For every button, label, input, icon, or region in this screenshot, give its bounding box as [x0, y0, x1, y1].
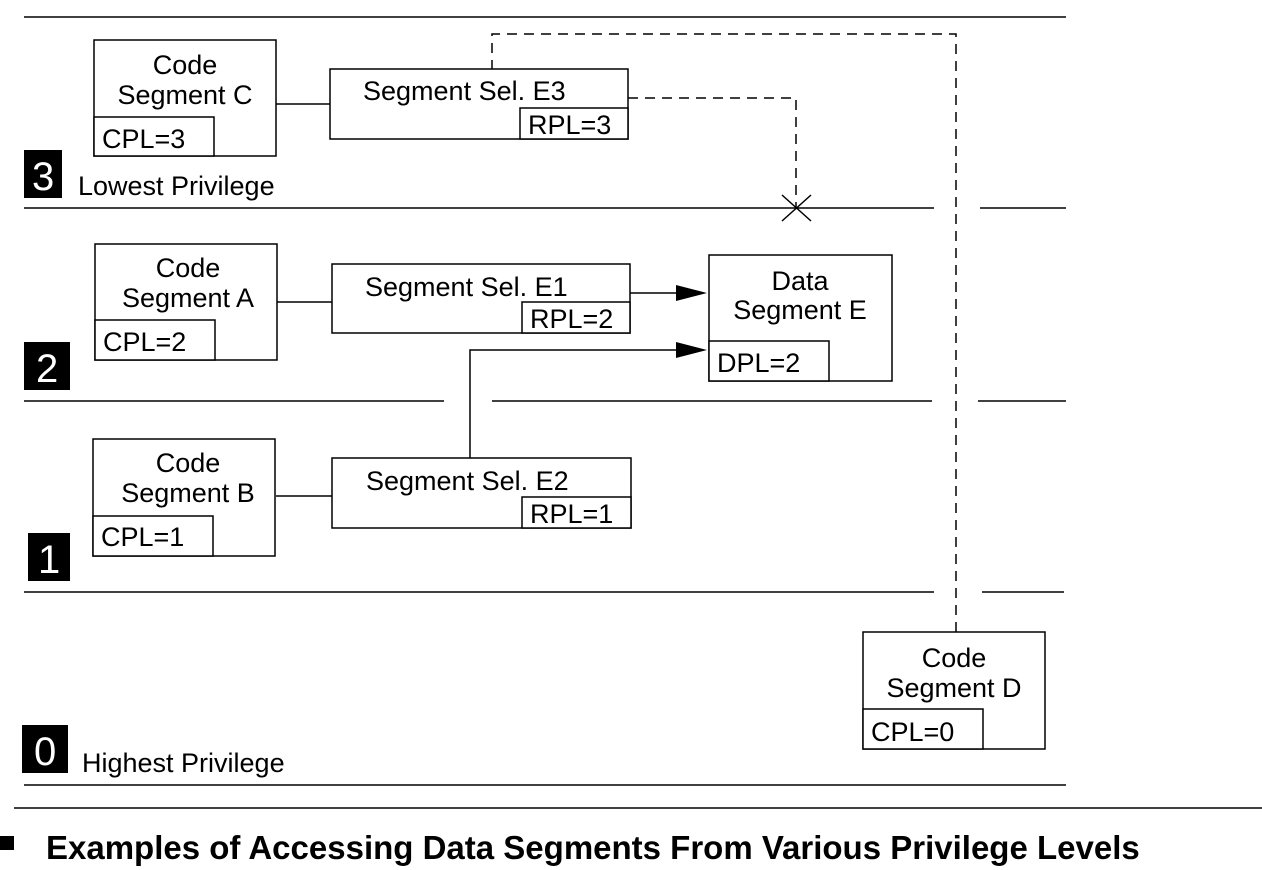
- code-segment-b: Code Segment B CPL=1: [92, 438, 276, 557]
- access-denied-cross: [781, 194, 812, 222]
- ring-3-number: 3: [32, 155, 54, 199]
- selector-e3-rpl: RPL=3: [528, 110, 611, 140]
- code-segment-a-line2: Segment A: [122, 283, 254, 313]
- code-segment-d-line1: Code: [922, 643, 987, 673]
- ring-0-caption: Highest Privilege: [82, 748, 285, 778]
- selector-e1-rpl: RPL=2: [530, 304, 613, 334]
- selector-e3: Segment Sel. E3 RPL=3: [329, 68, 629, 140]
- code-segment-b-line2: Segment B: [121, 478, 255, 508]
- ring-0-number: 0: [34, 730, 56, 774]
- dashed-paths: [491, 33, 957, 632]
- ring-2-number: 2: [36, 347, 58, 391]
- code-segment-c-cpl-box: [93, 116, 215, 157]
- code-segment-d: Code Segment D CPL=0: [862, 631, 1046, 750]
- access-arrows: [469, 285, 707, 458]
- ring-1-label: 1: [28, 533, 70, 582]
- arrow-e2-to-data-e-head: [676, 342, 707, 358]
- code-segment-b-line1: Code: [156, 448, 221, 478]
- arrow-e1-to-data-e-head: [676, 285, 707, 301]
- data-segment-e: Data Segment E DPL=2: [708, 254, 893, 382]
- selector-e2-rpl-box: [521, 496, 632, 529]
- ring-2-label: 2: [24, 342, 70, 391]
- data-segment-e-line1: Data: [771, 266, 829, 296]
- dashed-e3-to-data-e-denied: [628, 97, 797, 208]
- code-segment-d-cpl: CPL=0: [871, 717, 954, 747]
- code-segment-b-cpl-box: [92, 515, 214, 557]
- caption-text: Examples of Accessing Data Segments From…: [46, 829, 1140, 866]
- code-segment-a-cpl: CPL=2: [103, 327, 186, 357]
- code-segment-c: Code Segment C CPL=3: [93, 39, 277, 157]
- code-segment-a: Code Segment A CPL=2: [94, 243, 278, 361]
- selector-e1-label: Segment Sel. E1: [365, 272, 568, 302]
- ring-3-caption: Lowest Privilege: [78, 171, 275, 201]
- ring-0-badge: [22, 725, 68, 773]
- selector-e3-label: Segment Sel. E3: [363, 76, 566, 106]
- code-segment-a-line1: Code: [156, 253, 221, 283]
- code-segment-b-cpl: CPL=1: [101, 522, 184, 552]
- ring-0-label: 0 Highest Privilege: [22, 725, 285, 778]
- selector-e3-rpl-box: [519, 107, 629, 140]
- code-segment-d-cpl-box: [862, 708, 984, 750]
- code-segment-c-line1: Code: [153, 50, 218, 80]
- caption: Examples of Accessing Data Segments From…: [0, 829, 1140, 866]
- code-segment-d-line2: Segment D: [886, 673, 1021, 703]
- ring-3-label: 3 Lowest Privilege: [24, 150, 275, 201]
- ring-1-number: 1: [38, 538, 60, 582]
- code-segment-c-cpl: CPL=3: [102, 124, 185, 154]
- arrow-e2-to-data-e-line: [469, 349, 682, 458]
- ring-1-badge: [28, 533, 70, 581]
- ring-3-badge: [24, 150, 62, 198]
- data-segment-e-dpl-box: [708, 340, 830, 382]
- caption-bullet: [0, 836, 14, 850]
- selector-e1-rpl-box: [521, 301, 631, 334]
- ring-2-badge: [24, 342, 70, 390]
- selector-e2: Segment Sel. E2 RPL=1: [331, 457, 632, 529]
- selector-e1: Segment Sel. E1 RPL=2: [331, 263, 631, 334]
- connectors: [276, 103, 332, 497]
- selector-e2-label: Segment Sel. E2: [366, 466, 569, 496]
- data-segment-e-dpl: DPL=2: [717, 348, 800, 378]
- dashed-d-to-e3: [491, 33, 957, 632]
- data-segment-e-line2: Segment E: [733, 295, 867, 325]
- selector-e2-rpl: RPL=1: [530, 499, 613, 529]
- ring-boundaries: [14, 16, 1262, 809]
- code-segment-a-cpl-box: [94, 319, 216, 361]
- code-segment-c-line2: Segment C: [117, 80, 252, 110]
